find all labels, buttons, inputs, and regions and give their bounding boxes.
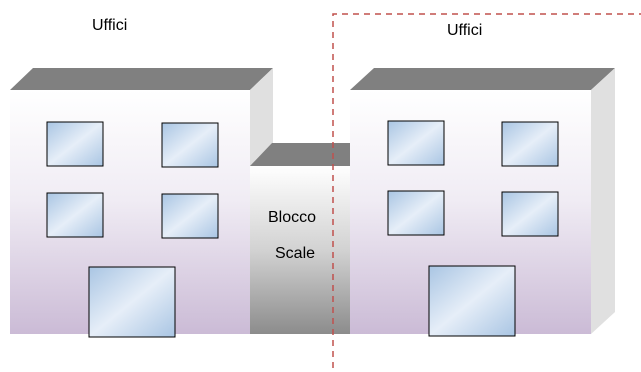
right-window [387, 120, 445, 166]
right-building-roof [350, 68, 615, 90]
right-building-side-wall [591, 68, 615, 334]
boundary-dashed-line [332, 13, 641, 368]
right-window [387, 190, 445, 236]
stair-block-roof [250, 143, 350, 166]
left-window [46, 192, 104, 238]
left-window [161, 122, 219, 168]
right-window [501, 121, 559, 167]
stair-block-label-line1: Blocco [268, 209, 317, 226]
right-window [501, 191, 559, 237]
right-building-label: Uffici [447, 22, 483, 39]
left-window [161, 193, 219, 239]
right-entrance-window [428, 265, 516, 337]
left-building-roof [10, 68, 273, 90]
left-building [10, 68, 273, 338]
stair-block-label-line2: Scale [275, 245, 316, 262]
stair-block [250, 143, 350, 334]
left-entrance-window [88, 266, 176, 338]
right-building [350, 68, 615, 337]
stair-block-facade [250, 166, 350, 334]
left-building-label: Uffici [92, 17, 128, 34]
left-window [46, 121, 104, 167]
